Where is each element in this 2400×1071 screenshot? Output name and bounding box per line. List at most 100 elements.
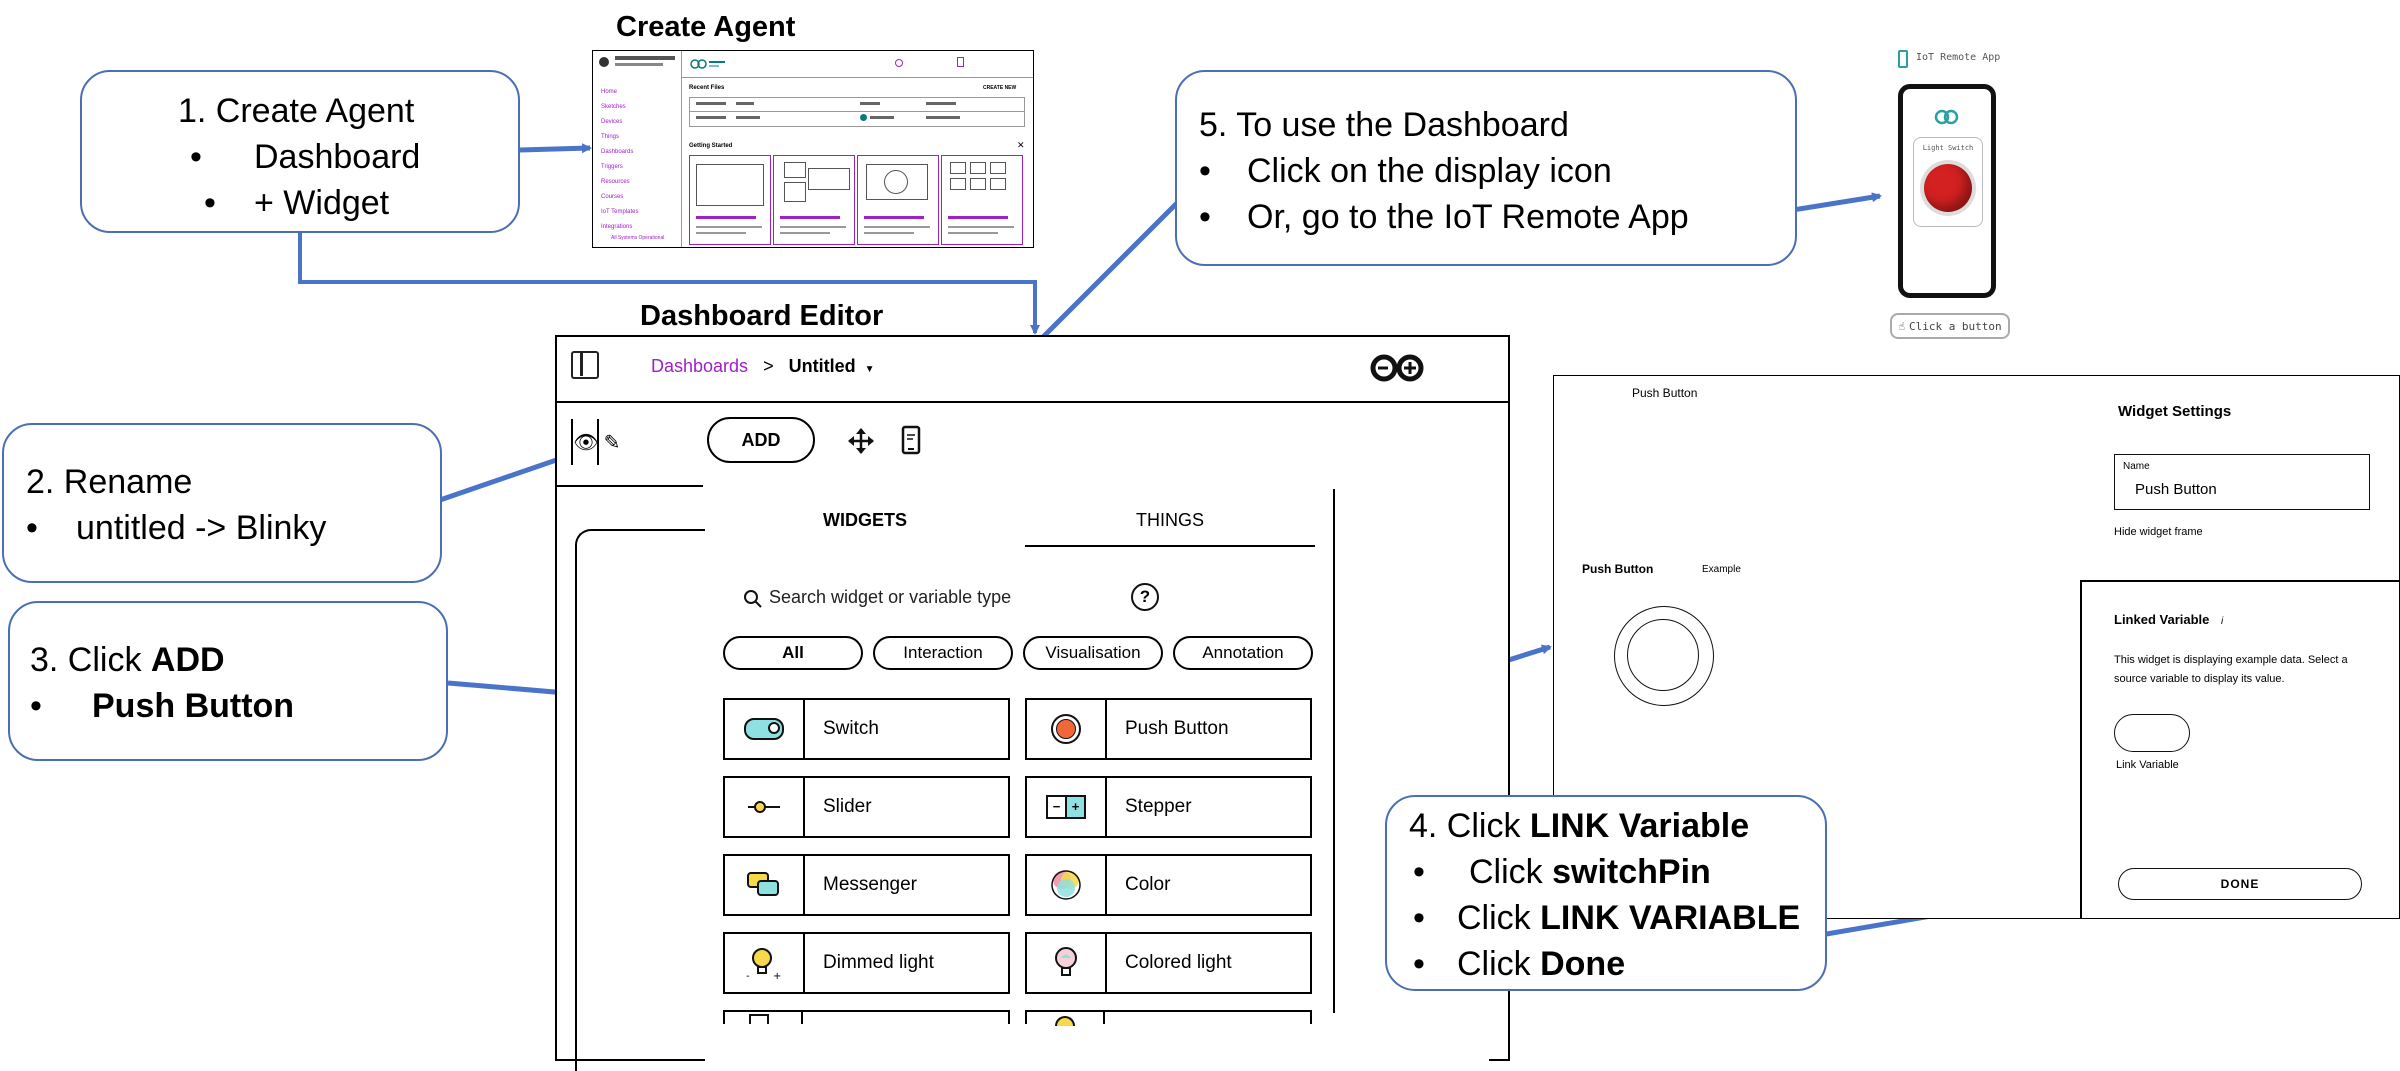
widget-card-stepper[interactable]: −+ Stepper: [1025, 776, 1312, 838]
info-icon[interactable]: i: [2221, 616, 2224, 627]
callout-3-item-label: Push Button: [92, 687, 295, 725]
preview-widget-title: Push Button: [1582, 562, 1654, 576]
tab-things[interactable]: THINGS: [1025, 495, 1315, 547]
callout-4-item-bold: Done: [1540, 945, 1626, 983]
phone-icon: [1898, 50, 1908, 68]
light-switch-widget: Light Switch: [1913, 137, 1983, 227]
thumb-user-name: [615, 56, 675, 60]
widget-card-dimmed-light[interactable]: -+ Dimmed light: [723, 932, 1010, 994]
thumb-topbar-icon: [957, 57, 964, 67]
callout-2-item: •untitled -> Blinky: [26, 509, 327, 547]
preview-push-button[interactable]: [1614, 606, 1714, 706]
widget-card-colored-light[interactable]: Colored light: [1025, 932, 1312, 994]
widget-card-label: Color: [1125, 874, 1171, 895]
thumb-card: [941, 155, 1023, 245]
red-push-button[interactable]: [1924, 164, 1972, 212]
slider-icon: [725, 778, 805, 836]
settings-divider-horizontal: [2080, 580, 2399, 582]
widget-card-partial[interactable]: [1025, 1010, 1312, 1026]
view-mode-icon[interactable]: 👁: [571, 419, 599, 465]
switch-icon: [725, 700, 805, 758]
thumb-card: [689, 155, 771, 245]
add-button[interactable]: ADD: [707, 417, 815, 463]
linked-variable-title-text: Linked Variable: [2114, 612, 2210, 627]
filter-visualisation[interactable]: Visualisation: [1023, 636, 1163, 670]
callout-3-title-bold: ADD: [150, 641, 225, 679]
widget-settings-title: Widget Settings: [2118, 403, 2232, 420]
thumb-sidebar-item: Sketches: [601, 104, 626, 110]
arrow-to-create-agent: [519, 143, 592, 154]
callout-1-item-label: Dashboard: [254, 138, 421, 176]
widget-card-messenger[interactable]: Messenger: [723, 854, 1010, 916]
hide-widget-frame-label[interactable]: Hide widget frame: [2114, 526, 2203, 538]
chevron-down-icon[interactable]: ▼: [864, 364, 875, 375]
name-field[interactable]: Name Push Button: [2114, 454, 2370, 510]
callout-1-item: •Dashboard: [190, 138, 421, 176]
callout-2-title: 2. Rename: [26, 463, 193, 501]
callout-5-item-label: Or, go to the IoT Remote App: [1247, 198, 1689, 236]
avatar: [599, 57, 609, 67]
editor-topbar: Dashboards > Untitled ▼: [557, 337, 1508, 403]
close-icon: ✕: [1017, 140, 1025, 150]
widget-card-label: Stepper: [1125, 796, 1192, 817]
click-a-button-label: Click a button: [1908, 319, 2002, 333]
help-icon[interactable]: ?: [1131, 583, 1159, 611]
sidebar-toggle-icon[interactable]: [571, 351, 599, 379]
widget-card-partial[interactable]: [723, 1010, 1010, 1024]
widget-card-label: Dimmed light: [823, 952, 934, 973]
thumb-sidebar-item: Courses: [601, 194, 624, 200]
linked-variable-title: Linked Variable i: [2114, 612, 2223, 627]
tab-widgets[interactable]: WIDGETS: [823, 509, 907, 530]
filter-interaction[interactable]: Interaction: [873, 636, 1013, 670]
thumb-create-new: CREATE NEW: [983, 85, 1017, 91]
callout-3-title-prefix: 3. Click: [30, 641, 151, 679]
filter-annotation[interactable]: Annotation: [1173, 636, 1313, 670]
colored-light-icon: [1027, 934, 1107, 992]
thumb-sidebar-item: Resources: [601, 179, 630, 185]
callout-4-title: 4. Click LINK Variable: [1409, 803, 1749, 849]
callout-1-item-label: + Widget: [254, 184, 390, 222]
widget-card-label: Push Button: [1125, 718, 1229, 739]
breadcrumb-dashboards-link[interactable]: Dashboards: [651, 356, 749, 376]
move-arrows-icon[interactable]: [847, 427, 875, 455]
stepper-icon: −+: [1027, 778, 1107, 836]
breadcrumb-separator: >: [763, 356, 774, 376]
callout-4-title-prefix: 4. Click: [1409, 807, 1530, 845]
callout-step-5: 5. To use the Dashboard •Click on the di…: [1175, 70, 1797, 266]
display-icon[interactable]: [901, 425, 921, 455]
callout-3-title: 3. Click ADD: [30, 637, 225, 683]
iot-app-title: IoT Remote App: [1916, 52, 2001, 63]
callout-2-item-label: untitled -> Blinky: [76, 509, 327, 547]
callout-4-item-prefix: Click: [1457, 899, 1541, 937]
thumb-topbar: [681, 51, 1033, 78]
callout-5-title: 5. To use the Dashboard: [1199, 106, 1569, 144]
callout-5-item-label: Click on the display icon: [1247, 152, 1612, 190]
click-a-button-hint[interactable]: ☝Click a button: [1890, 313, 2010, 339]
callout-4-item-bold: LINK VARIABLE: [1540, 899, 1801, 937]
settings-divider-vertical: [2080, 581, 2082, 918]
callout-4-item-bold: switchPin: [1552, 853, 1711, 891]
widget-card-push-button[interactable]: Push Button: [1025, 698, 1312, 760]
filter-all[interactable]: All: [723, 636, 863, 670]
callout-4-item: •Click LINK VARIABLE: [1413, 899, 1801, 937]
widget-card-label: Colored light: [1125, 952, 1232, 973]
done-button[interactable]: DONE: [2118, 868, 2362, 900]
dashboard-name[interactable]: Untitled: [788, 356, 856, 376]
thumb-sidebar-list: Home Sketches Devices Things Dashboards …: [601, 85, 638, 235]
widget-card-switch[interactable]: Switch: [723, 698, 1010, 760]
iot-remote-app: IoT Remote App Light Switch ☝Click a but…: [1880, 46, 2020, 346]
canvas-divider: [557, 485, 703, 487]
arduino-cloud-logo-icon: [690, 59, 725, 69]
widget-card-slider[interactable]: Slider: [723, 776, 1010, 838]
linked-variable-desc-line: source variable to display its value.: [2114, 673, 2285, 685]
dashboard-editor: Dashboards > Untitled ▼ 👁 ✎ ADD WIDGETS …: [555, 335, 1510, 1071]
edit-mode-icon[interactable]: ✎: [597, 419, 625, 465]
thumb-sidebar-item: Home: [601, 89, 618, 95]
callout-4-item: •Click switchPin: [1413, 853, 1711, 891]
thumb-footer: All Systems Operational: [611, 235, 665, 241]
search-input[interactable]: Search widget or variable type: [769, 587, 1012, 607]
arrow-to-dashboard-editor: [298, 232, 1040, 335]
widget-card-color[interactable]: Color: [1025, 854, 1312, 916]
callout-1-item: •+ Widget: [204, 184, 390, 222]
link-variable-button[interactable]: [2114, 714, 2190, 752]
